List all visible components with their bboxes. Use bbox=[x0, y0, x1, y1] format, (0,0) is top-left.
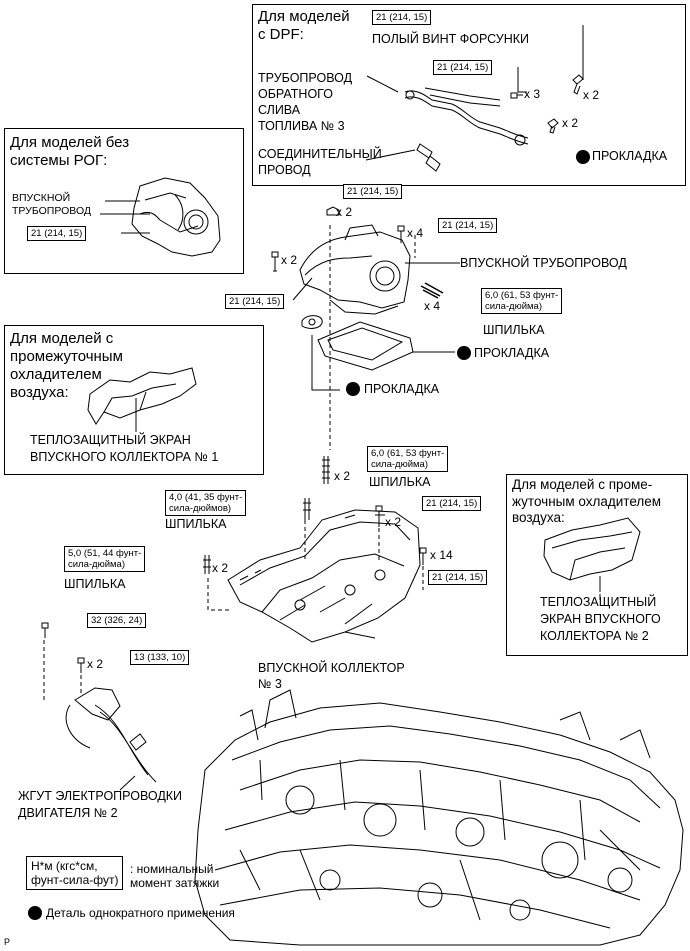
intake-manifold-drawing bbox=[227, 509, 421, 643]
qty-dpf-gasket: x 2 bbox=[562, 116, 579, 130]
torque-dpf-bolts: 21 (214, 15) bbox=[433, 60, 493, 75]
label-gasket-dpf: ПРОКЛАДКА bbox=[592, 149, 668, 163]
torque-stud-pipe: 6,0 (61, 53 фунт- сила-дюйма) bbox=[481, 288, 563, 314]
label-stud-b: ШПИЛЬКА bbox=[369, 475, 431, 489]
label-stud-a: ШПИЛЬКА bbox=[483, 323, 545, 337]
stud-drawing bbox=[420, 282, 444, 299]
qty-manifold-14: x 14 bbox=[430, 548, 453, 562]
legend-single-use-text: Деталь однократного применения bbox=[46, 906, 235, 920]
legend-units-text: : номинальный момент затяжки bbox=[130, 862, 220, 890]
label-gasket-b: ПРОКЛАДКА bbox=[474, 346, 550, 360]
dpf-models-box bbox=[252, 4, 686, 186]
connector-drawing bbox=[416, 143, 441, 172]
qty-stud-pipe: x 4 bbox=[424, 299, 441, 313]
intake-pipe-drawing bbox=[299, 231, 411, 309]
torque-egr-pipe: 21 (214, 15) bbox=[27, 226, 87, 241]
torque-pipe-left: 21 (214, 15) bbox=[225, 294, 285, 309]
qty-union: x 2 bbox=[583, 88, 600, 102]
label-wire-harness: ЖГУТ ЭЛЕКТРОПРОВОДКИ ДВИГАТЕЛЯ № 2 bbox=[18, 789, 183, 820]
heat-shield-1-drawing bbox=[87, 367, 197, 425]
label-gasket-c: ПРОКЛАДКА bbox=[364, 382, 440, 396]
torque-manifold-14: 21 (214, 15) bbox=[428, 570, 488, 585]
torque-dpf-union: 21 (214, 15) bbox=[372, 10, 432, 25]
qty-dpf-bolts: x 3 bbox=[524, 87, 541, 101]
legend-units-box: Н*м (кгс*см, фунт-сила-фут) bbox=[26, 856, 124, 890]
torque-bolt-13: 13 (133, 10) bbox=[130, 650, 190, 665]
torque-manifold-bolt: 21 (214, 15) bbox=[422, 496, 482, 511]
intercooler-box-1-title: Для моделей с промежуточным охладителем … bbox=[10, 330, 123, 401]
wire-harness-drawing bbox=[74, 687, 121, 721]
qty-top: x 2 bbox=[336, 205, 353, 219]
label-egr-intake-pipe: ВПУСКНОЙ ТРУБОПРОВОД bbox=[12, 192, 91, 217]
qty-stud-51: x 2 bbox=[212, 561, 229, 575]
qty-pipe-left: x 2 bbox=[281, 253, 298, 267]
torque-pipe-right: 21 (214, 15) bbox=[438, 218, 498, 233]
intercooler-models-box-2 bbox=[506, 474, 688, 656]
egr-intake-pipe-drawing bbox=[131, 177, 221, 257]
no-egr-models-box bbox=[4, 128, 244, 274]
single-use-mark-icon bbox=[457, 346, 471, 360]
label-heat-shield-1: ТЕПЛОЗАЩИТНЫЙ ЭКРАН ВПУСКНОГО КОЛЛЕКТОРА… bbox=[30, 433, 219, 464]
single-use-mark-icon bbox=[346, 382, 360, 396]
label-heat-shield-2: ТЕПЛОЗАЩИТНЫЙ ЭКРАН ВПУСКНОГО КОЛЛЕКТОРА… bbox=[540, 595, 661, 643]
torque-stud-mid: 6,0 (61, 53 фунт- сила-дюйма) bbox=[367, 446, 449, 472]
no-egr-box-title: Для моделей без системы РОГ: bbox=[10, 134, 130, 169]
single-use-mark-icon bbox=[28, 906, 42, 920]
qty-pipe-right: x 4 bbox=[407, 226, 424, 240]
fuel-return-pipe-drawing bbox=[404, 90, 529, 139]
engine-block-drawing bbox=[194, 689, 684, 946]
single-use-mark-icon bbox=[576, 150, 590, 164]
intercooler-models-box-1 bbox=[4, 325, 264, 475]
label-intake-manifold: ВПУСКНОЙ КОЛЛЕКТОР № 3 bbox=[258, 661, 405, 691]
label-stud-c: ШПИЛЬКА bbox=[165, 517, 227, 531]
heat-shield-2-drawing bbox=[543, 517, 641, 581]
page-mark: P bbox=[4, 937, 11, 947]
label-fuel-return-pipe: ТРУБОПРОВОД ОБРАТНОГО СЛИВА ТОПЛИВА № 3 bbox=[258, 71, 353, 133]
label-injector-union-bolt: ПОЛЫЙ ВИНТ ФОРСУНКИ bbox=[372, 32, 530, 46]
dpf-box-title: Для моделей с DPF: bbox=[258, 8, 350, 43]
torque-bolt-32: 32 (326, 24) bbox=[87, 613, 147, 628]
qty-stud-mid: x 2 bbox=[334, 469, 351, 483]
intercooler-box-2-title: Для моделей с проме- жуточным охладителе… bbox=[512, 477, 662, 525]
torque-top: 21 (214, 15) bbox=[343, 184, 403, 199]
label-intake-pipe: ВПУСКНОЙ ТРУБОПРОВОД bbox=[460, 256, 627, 270]
label-stud-d: ШПИЛЬКА bbox=[64, 577, 126, 591]
torque-stud-51: 5,0 (51, 44 фунт- сила-дюйма) bbox=[64, 546, 146, 572]
qty-bolt-13: x 2 bbox=[87, 657, 104, 671]
torque-stud-41: 4,0 (41, 35 фунт- сила-дюймов) bbox=[165, 490, 247, 516]
qty-manifold-bolt: x 2 bbox=[385, 515, 402, 529]
label-connector: СОЕДИНИТЕЛЬНЫЙ ПРОВОД bbox=[258, 147, 382, 177]
